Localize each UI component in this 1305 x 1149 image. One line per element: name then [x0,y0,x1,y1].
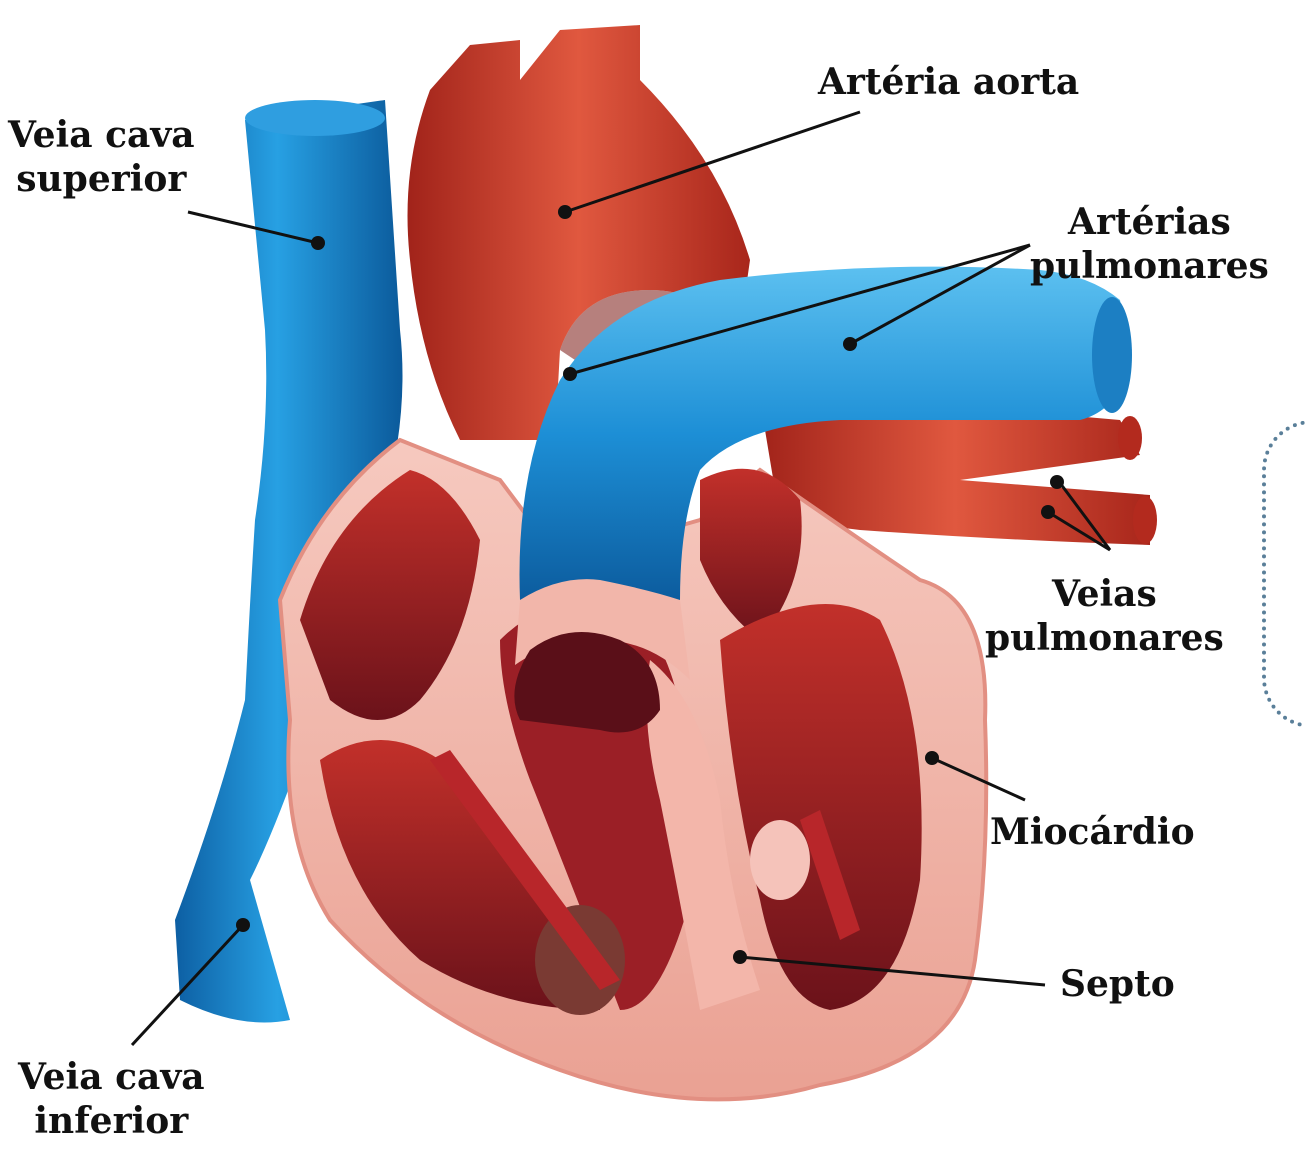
label-vena-cava-superior: Veia cava superior [8,113,195,201]
dashed-callout-box [1262,420,1305,728]
dot-miocardio [925,751,939,765]
dot-vp-upper [1050,475,1064,489]
dot-ap-left [563,367,577,381]
label-myocardium: Miocárdio [990,810,1195,854]
label-vena-cava-inferior: Veia cava inferior [18,1055,205,1143]
dot-vci [236,918,250,932]
dot-vcs [311,236,325,250]
label-pulmonary-arteries: Artérias pulmonares [1030,200,1269,288]
label-pulmonary-veins: Veias pulmonares [985,572,1224,660]
dot-ap-right [843,337,857,351]
label-septum: Septo [1060,962,1175,1006]
dot-vp-lower [1041,505,1055,519]
dot-septo [733,950,747,964]
dot-aorta [558,205,572,219]
label-aorta: Artéria aorta [818,60,1079,104]
